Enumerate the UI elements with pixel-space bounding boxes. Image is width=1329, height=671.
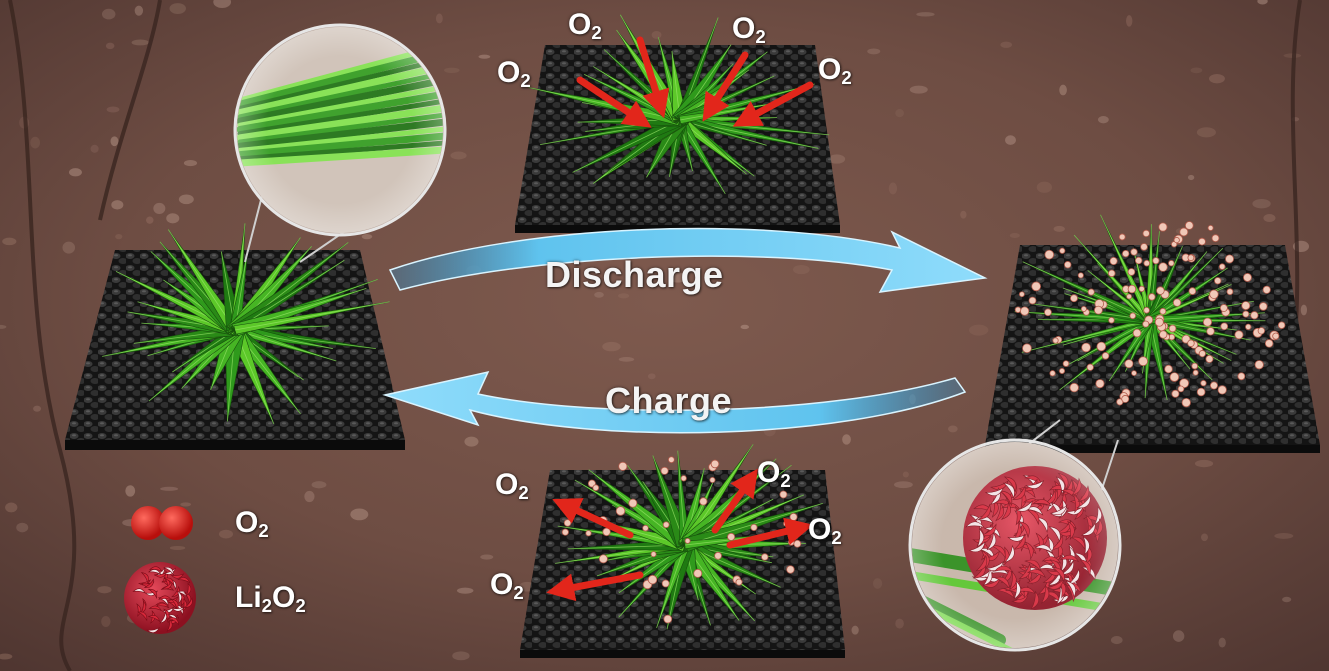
o2-label: O2: [808, 513, 842, 549]
o2-label: O2: [490, 568, 524, 604]
legend-li2o2-label: Li2O2: [235, 581, 306, 617]
discharged-electrode: [985, 214, 1320, 453]
o2-label: O2: [497, 56, 531, 92]
charge-label: Charge: [605, 380, 733, 421]
legend-o2-label: O2: [235, 506, 269, 542]
o2-label: O2: [818, 53, 852, 89]
discharge-label: Discharge: [545, 254, 724, 295]
li2o2-deposits: [1014, 221, 1286, 408]
charge-arrow: [382, 370, 967, 434]
o2-molecule-icon: [131, 506, 193, 540]
discharging-electrode: [515, 14, 840, 233]
o2-label: O2: [495, 468, 529, 504]
discharge-arrow: [388, 227, 988, 293]
o2-inflow-arrows: [576, 36, 814, 128]
zoom-lens-fibers: [233, 23, 447, 263]
leaf-star-left: [102, 223, 390, 425]
pristine-electrode: [65, 223, 405, 450]
o2-label: O2: [732, 12, 766, 48]
zoom-lens-li2o2: [908, 419, 1122, 652]
o2-label: O2: [568, 8, 602, 44]
charging-electrode: [520, 444, 845, 658]
o2-outflow-arrows: [546, 468, 814, 602]
leaf-star-bottom: [555, 444, 823, 630]
li2o2-particle-icon: [124, 562, 196, 634]
o2-label: O2: [757, 456, 791, 492]
